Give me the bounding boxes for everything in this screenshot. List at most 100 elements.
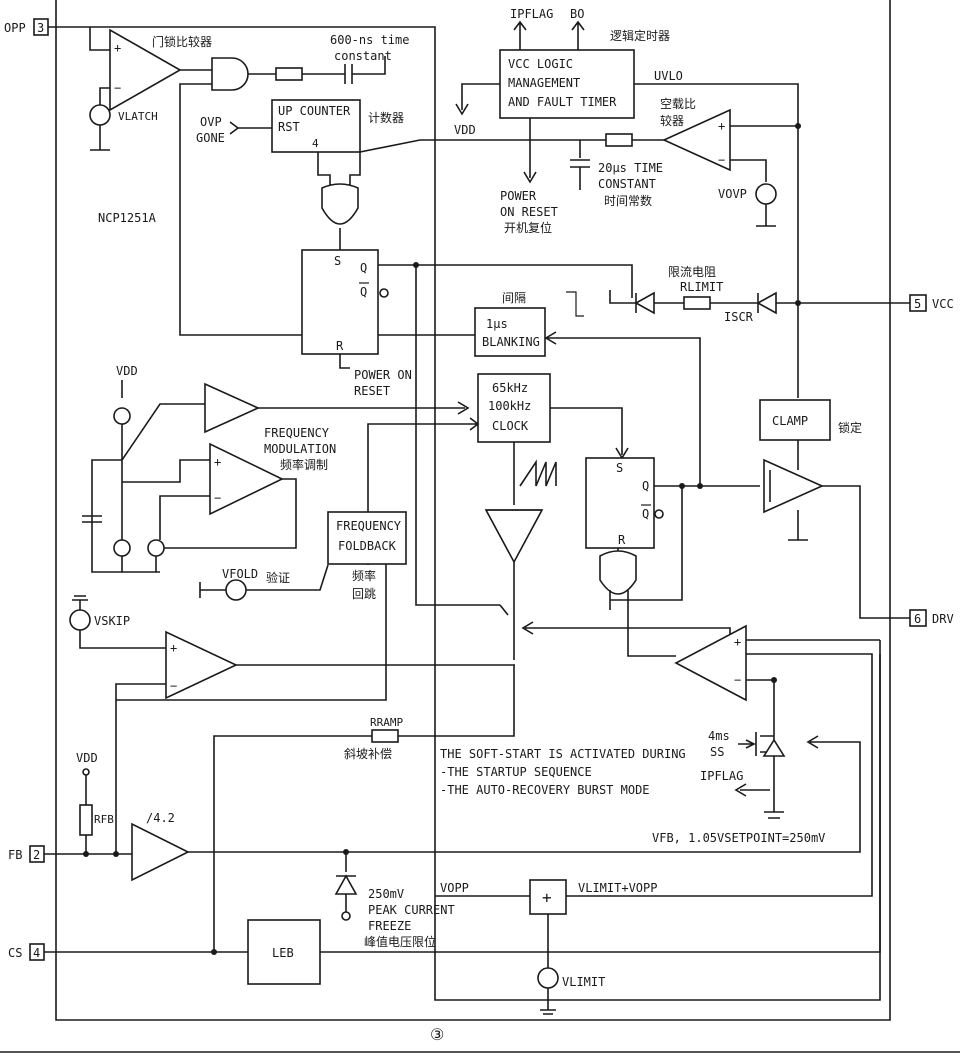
rramp-label: RRAMP xyxy=(370,716,403,729)
skip-comparator: + − xyxy=(165,630,238,700)
vdd-top-label: VDD xyxy=(454,123,476,137)
por-label-2: RESET xyxy=(354,384,390,398)
vovp-source xyxy=(755,183,777,227)
svg-text:BLANKING: BLANKING xyxy=(482,335,540,349)
current-source-bottom xyxy=(113,539,131,557)
svg-text:−: − xyxy=(214,491,221,505)
rfb-label: RFB xyxy=(94,813,114,826)
svg-text:S: S xyxy=(334,254,341,268)
svg-text:FB: FB xyxy=(8,848,22,862)
svg-text:UP COUNTER: UP COUNTER xyxy=(278,104,351,118)
t600-label-2: constant xyxy=(334,49,392,63)
svg-text:−: − xyxy=(114,81,121,95)
iscr-diode xyxy=(756,291,777,315)
peak-label-1: PEAK CURRENT xyxy=(368,903,455,917)
latch-or-gate xyxy=(321,183,359,225)
page-number: ③ xyxy=(430,1025,444,1044)
pin-vcc: 5 VCC xyxy=(909,294,954,312)
vfb-note: VFB, 1.05VSETPOINT=250mV xyxy=(652,831,825,845)
blanking-block: 1μs BLANKING xyxy=(474,307,546,357)
svg-text:−: − xyxy=(718,153,725,167)
iscr-label: ISCR xyxy=(724,310,754,324)
rlimit-label: RLIMIT xyxy=(680,280,723,294)
ipflag-top-label: IPFLAG xyxy=(510,7,553,21)
svg-text:VCC: VCC xyxy=(932,297,954,311)
clamp-block: CLAMP xyxy=(759,399,831,441)
ss-label: SS xyxy=(710,745,724,759)
driver-flip-flop: S Q Q R xyxy=(585,457,655,549)
svg-text:Q: Q xyxy=(642,507,649,521)
vlimit-sum-label: VLIMIT+VOPP xyxy=(578,881,657,895)
up-counter: UP COUNTER RST 4 xyxy=(271,99,361,153)
latch-comparator-label: 门锁比较器 xyxy=(152,34,212,49)
ramp-waveform xyxy=(519,459,557,487)
ss-4ms-label: 4ms xyxy=(708,729,730,743)
svg-text:Q: Q xyxy=(642,479,649,493)
vovp-label: VOVP xyxy=(718,187,747,201)
vdd-low-label: VDD xyxy=(76,751,98,765)
vlatch-label: VLATCH xyxy=(118,110,158,123)
scr-diode xyxy=(634,291,655,315)
pin-drv: 6 DRV xyxy=(909,609,954,627)
blanking-label-cn: 间隔 xyxy=(502,291,526,305)
svg-text:FOLDBACK: FOLDBACK xyxy=(338,539,397,553)
no-load-label-2: 较器 xyxy=(660,113,684,128)
vdd-mid-label: VDD xyxy=(116,364,138,378)
svg-text:Q: Q xyxy=(360,285,367,299)
rfb-resistor xyxy=(79,804,93,836)
svg-text:+: + xyxy=(542,888,552,907)
v250-label: 250mV xyxy=(368,887,404,901)
svg-text:65kHz: 65kHz xyxy=(492,381,528,395)
por-label-1: POWER ON xyxy=(354,368,412,382)
svg-text:4: 4 xyxy=(312,137,319,150)
vlatch-source xyxy=(89,104,111,151)
pin-cs: CS 4 xyxy=(8,943,45,961)
svg-text:2: 2 xyxy=(33,848,40,862)
svg-text:R: R xyxy=(336,339,344,353)
svg-text:+: + xyxy=(170,641,177,655)
frequency-foldback-block: FREQUENCY FOLDBACK xyxy=(327,511,407,565)
vcc-logic-block: VCC LOGIC MANAGEMENT AND FAULT TIMER xyxy=(499,49,635,119)
ramp-comparator xyxy=(484,509,544,564)
reset-or-gate xyxy=(599,550,637,595)
vfold-source xyxy=(225,579,247,601)
svg-text:FREQUENCY: FREQUENCY xyxy=(336,519,402,533)
fold-label-cn-2: 回跳 xyxy=(352,587,376,601)
vopp-label: VOPP xyxy=(440,881,469,895)
por-text-2: ON RESET xyxy=(500,205,558,219)
svg-text:+: + xyxy=(734,635,741,649)
uvlo-label: UVLO xyxy=(654,69,683,83)
logic-timer-label: 逻辑定时器 xyxy=(610,28,670,43)
latch-resistor xyxy=(275,67,303,81)
svg-text:100kHz: 100kHz xyxy=(488,399,531,413)
clamp-label-cn: 锁定 xyxy=(838,420,862,435)
vfold-label: VFOLD xyxy=(222,567,258,581)
vlimit-source xyxy=(537,967,559,989)
bo-top-label: BO xyxy=(570,7,584,21)
t20-label-1: 20μs TIME xyxy=(598,161,663,175)
peak-label-cn: 峰值电压限位 xyxy=(364,934,436,949)
mod-amplifier: + − xyxy=(209,442,284,516)
verify-label-cn: 验证 xyxy=(266,570,290,585)
svg-text:1μs: 1μs xyxy=(486,317,508,331)
mod-buffer xyxy=(204,382,260,434)
fb-divider xyxy=(131,822,190,882)
t600-label-1: 600-ns time xyxy=(330,33,409,47)
freeze-zener xyxy=(334,874,358,895)
svg-text:CLAMP: CLAMP xyxy=(772,414,808,428)
ss-line-3: -THE AUTO-RECOVERY BURST MODE xyxy=(440,783,650,797)
freq-mod-label-1: FREQUENCY xyxy=(264,426,330,440)
ovp-label-2: GONE xyxy=(196,131,225,145)
ss-line-2: -THE STARTUP SEQUENCE xyxy=(440,765,592,779)
svg-text:MANAGEMENT: MANAGEMENT xyxy=(508,76,580,90)
svg-text:−: − xyxy=(734,673,741,687)
svg-text:LEB: LEB xyxy=(272,946,294,960)
clock-block: 65kHz 100kHz CLOCK xyxy=(477,373,551,443)
t20-label-2: CONSTANT xyxy=(598,177,656,191)
svg-text:3: 3 xyxy=(37,21,44,35)
svg-text:−: − xyxy=(170,679,177,693)
delay-resistor xyxy=(605,133,633,147)
svg-text:+: + xyxy=(718,119,725,133)
div42-label: /4.2 xyxy=(146,811,175,825)
svg-text:RST: RST xyxy=(278,120,300,134)
